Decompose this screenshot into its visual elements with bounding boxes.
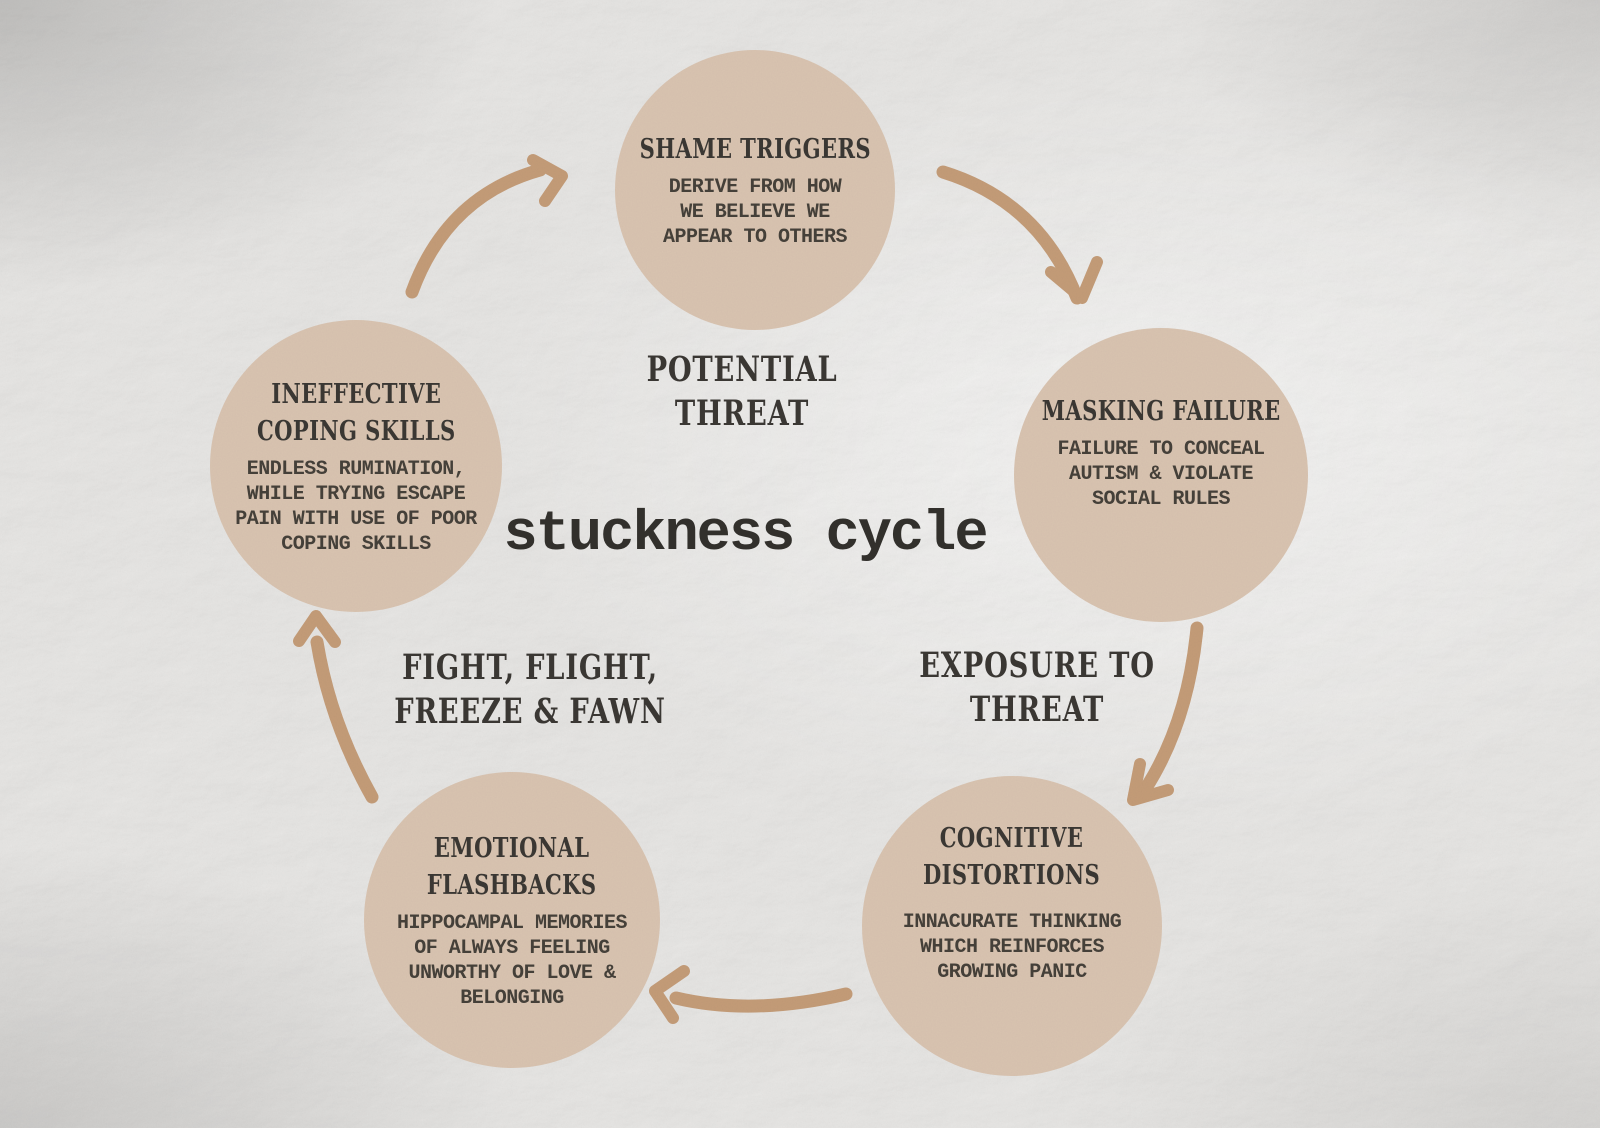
arrow-coping-to-shame — [405, 154, 568, 299]
node-emotional-flashbacks-body: HIPPOCAMPAL MEMORIES OF ALWAYS FEELING U… — [396, 911, 628, 1010]
arrow-cognitive-to-emotional — [649, 965, 853, 1024]
node-cognitive-distortions-heading: COGNITIVE DISTORTIONS — [923, 822, 1101, 891]
node-emotional-flashbacks-heading: EMOTIONAL FLASHBACKS — [427, 832, 597, 901]
node-ineffective-coping-skills-body: ENDLESS RUMINATION, WHILE TRYING ESCAPE … — [235, 457, 477, 556]
node-ineffective-coping-skills-heading: INEFFECTIVE COPING SKILLS — [256, 378, 456, 447]
node-cognitive-distortions: COGNITIVE DISTORTIONS INNACURATE THINKIN… — [862, 776, 1162, 1076]
node-shame-triggers: SHAME TRIGGERS DERIVE FROM HOW WE BELIEV… — [615, 50, 895, 330]
node-cognitive-distortions-body: INNACURATE THINKING WHICH REINFORCES GRO… — [902, 910, 1122, 984]
stage-label-fight-flight-freeze-fawn: FIGHT, FLIGHT, FREEZE & FAWN — [394, 647, 666, 732]
diagram-title: stuckness cycle — [503, 503, 988, 567]
node-ineffective-coping-skills: INEFFECTIVE COPING SKILLS ENDLESS RUMINA… — [210, 320, 502, 612]
node-masking-failure: MASKING FAILURE FAILURE TO CONCEAL AUTIS… — [1014, 328, 1308, 622]
node-masking-failure-heading: MASKING FAILURE — [1041, 395, 1281, 427]
arrow-shame-to-masking — [936, 165, 1103, 305]
node-emotional-flashbacks: EMOTIONAL FLASHBACKS HIPPOCAMPAL MEMORIE… — [364, 772, 660, 1068]
node-shame-triggers-heading: SHAME TRIGGERS — [639, 133, 871, 165]
stage-label-potential-threat: POTENTIAL THREAT — [646, 349, 838, 434]
node-shame-triggers-body: DERIVE FROM HOW WE BELIEVE WE APPEAR TO … — [662, 175, 848, 249]
arrow-emotional-to-coping — [293, 610, 379, 804]
node-masking-failure-body: FAILURE TO CONCEAL AUTISM & VIOLATE SOCI… — [1057, 437, 1265, 511]
stage-label-exposure-to-threat: EXPOSURE TO THREAT — [919, 645, 1155, 730]
